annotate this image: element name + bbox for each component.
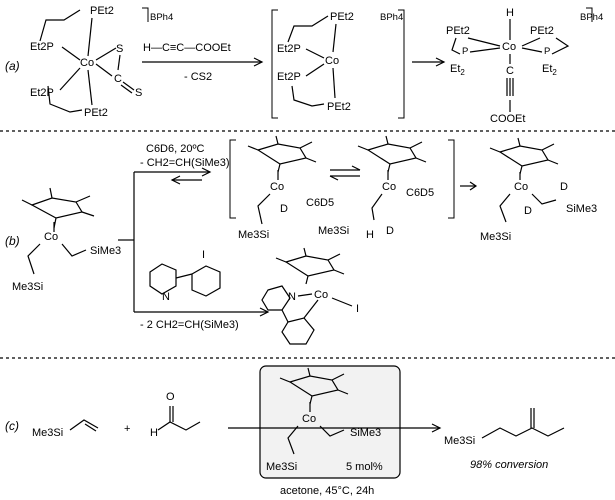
byproduct-label: - CS2: [184, 71, 212, 83]
complex-a1: Co PEt2 Et2P Et2P PEt2 S C S BPh4: [30, 5, 173, 119]
deuterium-label: D: [386, 225, 394, 237]
co-label: Co: [382, 181, 396, 193]
hydride-label: H: [506, 7, 514, 19]
condition-label: - 2 CH2=CH(SiMe3): [140, 319, 239, 331]
hydrogen-label: H: [366, 229, 374, 241]
co-label: Co: [44, 231, 58, 243]
ligand-label: Et2P: [277, 43, 301, 55]
sime3-label: Me3Si: [318, 225, 349, 237]
sime3-label: Me3Si: [12, 281, 43, 293]
sime3-label: SiMe3: [566, 203, 597, 215]
co-label: Co: [502, 41, 516, 53]
panel-label-c: (c): [5, 419, 19, 433]
intermediates-b: Co D C6D5 Me3Si Co C6D5 H D Me3Si: [229, 135, 455, 241]
panel-label-a: (a): [5, 59, 20, 73]
sime3-label: Me3Si: [480, 231, 511, 243]
sulfur-label: S: [116, 43, 123, 55]
condition-label: - CH2=CH(SiMe3): [140, 157, 230, 169]
counterion: BPh4: [580, 12, 603, 23]
ketone-o-label: O: [528, 0, 537, 3]
co-label: Co: [80, 57, 94, 69]
sulfur-label: S: [135, 87, 142, 99]
ester-label: COOEt: [490, 113, 525, 125]
ligand-label: PEt2: [90, 5, 114, 17]
iodo-label: I: [202, 249, 205, 261]
co-label: Co: [325, 55, 339, 67]
catalyst-box: [259, 365, 401, 479]
panel-label-b: (b): [5, 234, 20, 248]
plus-sign: +: [124, 423, 130, 435]
sime3-label: Me3Si: [266, 461, 297, 473]
iodo-label: I: [356, 303, 359, 315]
condition-label: C6D6, 20ºC: [146, 143, 204, 155]
sime3-label: SiMe3: [350, 427, 381, 439]
counterion: BPh4: [150, 12, 173, 23]
sime3-label: Me3Si: [238, 229, 269, 241]
co-label: Co: [270, 181, 284, 193]
deuterium-label: D: [560, 181, 568, 193]
ligand-label: Et2: [542, 63, 557, 77]
nitrogen-label: N: [288, 291, 296, 303]
counterion: BPh4: [380, 12, 403, 23]
product-sime3: Me3Si: [444, 435, 475, 447]
reactant-label: Me3Si: [32, 427, 63, 439]
ligand-label: PEt2: [84, 107, 108, 119]
carbon-label: C: [506, 65, 514, 77]
reagent-iodophenylpyridine: N I: [149, 249, 221, 303]
product-ketone: Me3Si O: [444, 0, 565, 447]
co-label: Co: [514, 181, 528, 193]
ligand-label: Et2P: [30, 87, 54, 99]
complex-b-product: Co D D SiMe3 Me3Si: [480, 137, 597, 243]
ligand-label: Et2: [450, 63, 465, 77]
ligand-label: PEt2: [330, 11, 354, 23]
conversion-label: 98% conversion: [470, 459, 548, 471]
catalyst: Co SiMe3 Me3Si 5 mol%: [266, 367, 383, 473]
deuterium-label: D: [524, 205, 532, 217]
condition-label: acetone, 45°C, 24h: [280, 485, 374, 497]
carbonyl-o-label: O: [166, 391, 175, 403]
c6d5-label: C6D5: [306, 197, 334, 209]
phosphorus-label: P: [544, 46, 550, 57]
sime3-label: SiMe3: [90, 245, 121, 257]
complex-b-iodide: Co I N: [261, 247, 359, 345]
co-label: Co: [314, 289, 328, 301]
catalyst-loading: 5 mol%: [346, 461, 383, 473]
ligand-label: PEt2: [327, 101, 351, 113]
aldehyde-h-label: H: [150, 427, 158, 439]
deuterium-label: D: [280, 203, 288, 215]
ligand-label: PEt2: [446, 25, 470, 37]
ligand-label: Et2P: [30, 41, 54, 53]
c6d5-label: C6D5: [406, 187, 434, 199]
complex-a3: H Co PEt2 PEt2 P P Et2 Et2 C COOEt BPh4: [446, 7, 603, 125]
phosphorus-label: P: [462, 46, 468, 57]
reagent-label: H—C≡C—COOEt: [143, 42, 231, 54]
nitrogen-label: N: [162, 291, 170, 303]
complex-b-start: Co Me3Si SiMe3: [12, 187, 121, 293]
complex-a2: BPh4 Co PEt2 Et2P Et2P PEt2: [271, 9, 405, 119]
co-label: Co: [302, 413, 316, 425]
ligand-label: PEt2: [530, 25, 554, 37]
ligand-label: Et2P: [277, 71, 301, 83]
carbon-label: C: [114, 73, 122, 85]
